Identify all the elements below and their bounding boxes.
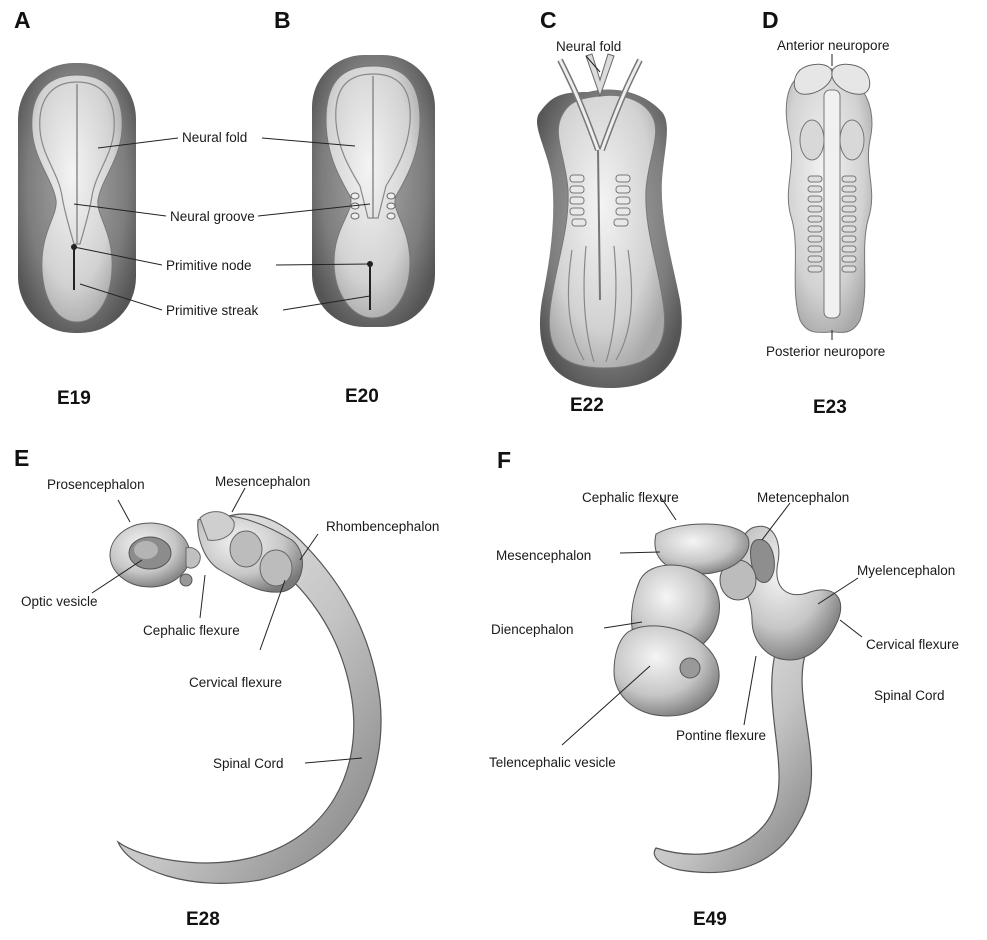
label-neural-groove: Neural groove xyxy=(170,209,255,224)
label-primitive-node: Primitive node xyxy=(166,258,252,273)
stage-e28: E28 xyxy=(186,909,220,930)
panel-letter-a: A xyxy=(14,7,31,33)
label-spinal-cord-e: Spinal Cord xyxy=(213,756,284,771)
panel-letter-d: D xyxy=(762,7,779,33)
label-metencephalon: Metencephalon xyxy=(757,490,849,505)
neural-tube-e49 xyxy=(614,524,841,873)
stage-e20: E20 xyxy=(345,386,379,407)
label-cervical-flexure-f: Cervical flexure xyxy=(866,637,959,652)
stage-e49: E49 xyxy=(693,909,727,930)
label-spinal-cord-f: Spinal Cord xyxy=(874,688,945,703)
embryo-e22 xyxy=(537,54,682,388)
neural-tube-e28 xyxy=(110,512,381,884)
label-neural-fold-c: Neural fold xyxy=(556,39,621,54)
stage-e23: E23 xyxy=(813,397,847,418)
panel-letter-e: E xyxy=(14,445,29,471)
label-cervical-flexure-e: Cervical flexure xyxy=(189,675,282,690)
label-pontine-flexure: Pontine flexure xyxy=(676,728,766,743)
label-anterior-neuropore: Anterior neuropore xyxy=(777,38,890,53)
label-neural-fold-ab: Neural fold xyxy=(182,130,247,145)
label-prosencephalon: Prosencephalon xyxy=(47,477,145,492)
label-cephalic-flexure-f: Cephalic flexure xyxy=(582,490,679,505)
label-primitive-streak: Primitive streak xyxy=(166,303,259,318)
panel-letter-c: C xyxy=(540,7,557,33)
label-optic-vesicle: Optic vesicle xyxy=(21,594,98,609)
embryo-e20 xyxy=(312,55,435,327)
embryo-e19 xyxy=(18,63,136,333)
label-mesencephalon-e: Mesencephalon xyxy=(215,474,310,489)
label-diencephalon: Diencephalon xyxy=(491,622,574,637)
label-rhombencephalon: Rhombencephalon xyxy=(326,519,439,534)
label-mesencephalon-f: Mesencephalon xyxy=(496,548,591,563)
stage-e19: E19 xyxy=(57,388,91,409)
panel-letter-f: F xyxy=(497,447,511,473)
embryo-e23 xyxy=(786,64,872,332)
panel-letter-b: B xyxy=(274,7,291,33)
label-posterior-neuropore: Posterior neuropore xyxy=(766,344,885,359)
label-telencephalic-vesicle: Telencephalic vesicle xyxy=(489,755,616,770)
label-cephalic-flexure-e: Cephalic flexure xyxy=(143,623,240,638)
stage-e22: E22 xyxy=(570,395,604,416)
label-myelencephalon: Myelencephalon xyxy=(857,563,955,578)
